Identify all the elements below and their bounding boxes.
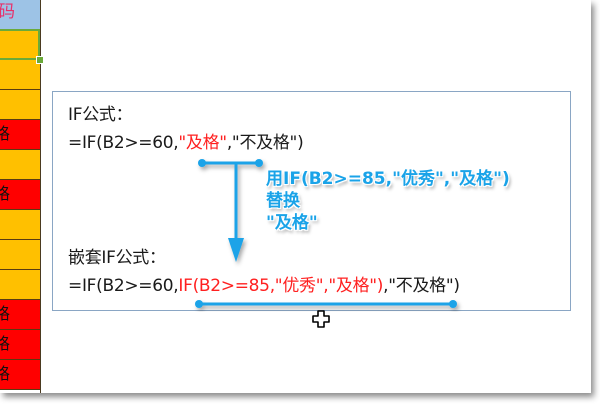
cell-text: 格 xyxy=(0,366,10,382)
grade-cell-red[interactable]: 格 xyxy=(0,330,40,360)
replacement-callout: 用IF(B2>=85,"优秀","及格") 替换 "及格" xyxy=(266,168,510,234)
if-formula: =IF(B2>=60,"及格","不及格") xyxy=(68,133,304,153)
grade-cell-orange[interactable] xyxy=(0,150,40,180)
grade-cell-orange[interactable] xyxy=(0,90,40,120)
grade-cell-red[interactable]: 格 xyxy=(0,360,40,390)
column-header-cell[interactable]: 码 xyxy=(0,0,40,30)
callout-line-3: "及格" xyxy=(266,213,318,233)
callout-line-2: 替换 xyxy=(266,191,300,211)
move-cross-cursor-icon xyxy=(312,310,330,328)
cell-text: 格 xyxy=(0,186,10,202)
cell-text: 格 xyxy=(0,126,10,142)
replace-arrow-icon xyxy=(198,159,263,262)
grade-cell-red[interactable]: 格 xyxy=(0,120,40,150)
if-formula-prefix: =IF(B2>=60, xyxy=(68,133,179,153)
if-formula-title: IF公式： xyxy=(68,105,133,125)
nested-underline-icon xyxy=(195,300,457,308)
grade-cell-orange[interactable] xyxy=(0,240,40,270)
grade-cell-orange[interactable] xyxy=(0,60,40,90)
grade-cell-red[interactable]: 格 xyxy=(0,300,40,330)
cell-selection-border xyxy=(0,29,40,60)
grade-cell-orange[interactable] xyxy=(0,270,40,300)
nested-if-formula-title: 嵌套IF公式： xyxy=(68,248,166,268)
grade-cell-red[interactable]: 格 xyxy=(0,180,40,210)
nested-formula-highlight: IF(B2>=85,"优秀","及格") xyxy=(178,276,384,296)
cell-text: 格 xyxy=(0,306,10,322)
fill-handle[interactable] xyxy=(36,56,44,64)
grade-cell-orange[interactable] xyxy=(0,210,40,240)
header-text: 码 xyxy=(0,4,15,21)
annotation-overlay xyxy=(195,159,457,308)
if-formula-suffix: ,"不及格") xyxy=(226,133,304,153)
nested-formula-suffix: ,"不及格") xyxy=(383,276,460,296)
cell-text: 格 xyxy=(0,336,10,352)
nested-formula-prefix: =IF(B2>=60, xyxy=(68,276,179,296)
callout-line-1: 用IF(B2>=85,"优秀","及格") xyxy=(266,169,510,189)
screenshot-frame: 码 格格格格格 IF公式： =IF(B2>=60,"及格","不及格") 嵌套I… xyxy=(0,0,571,393)
if-formula-highlight: "及格" xyxy=(178,133,227,153)
formula-explanation-box: IF公式： =IF(B2>=60,"及格","不及格") 嵌套IF公式： =IF… xyxy=(52,91,571,311)
spreadsheet-column: 码 格格格格格 xyxy=(0,0,44,393)
nested-if-formula: =IF(B2>=60,IF(B2>=85,"优秀","及格"),"不及格") xyxy=(68,276,460,296)
